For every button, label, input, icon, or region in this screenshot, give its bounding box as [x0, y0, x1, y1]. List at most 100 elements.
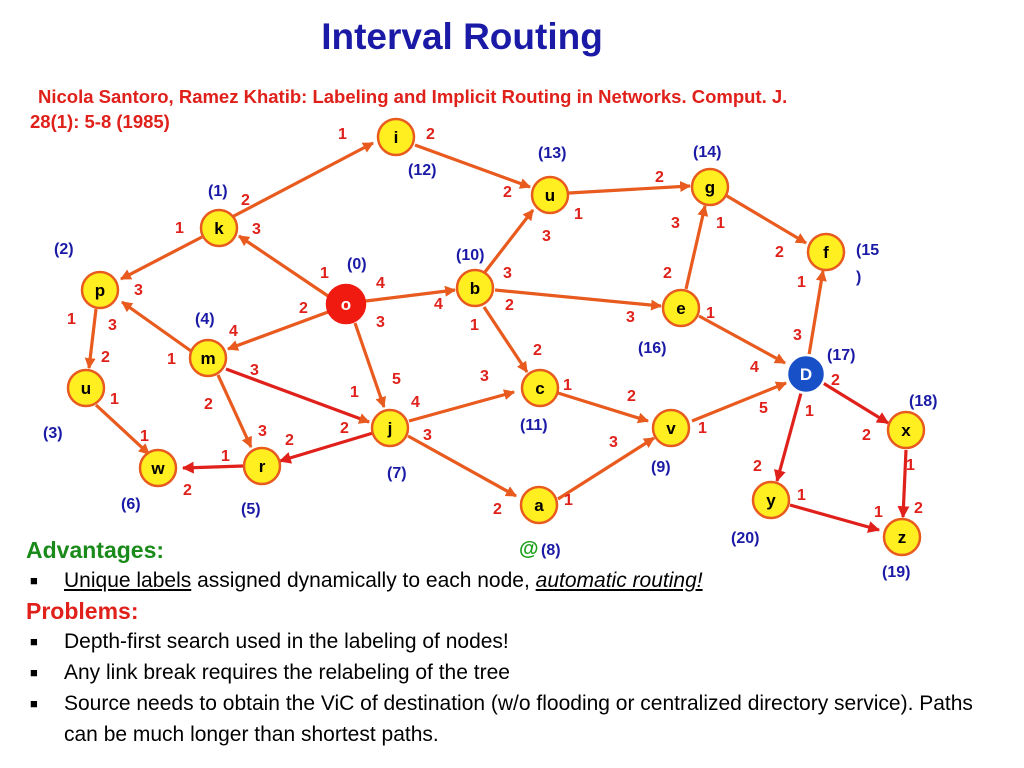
edge-e-D — [698, 314, 786, 365]
port-label: 3 — [250, 362, 259, 379]
node-c: c — [520, 368, 560, 408]
problem-text: Any link break requires the relabeling o… — [64, 661, 510, 684]
interval-label: (12) — [408, 162, 436, 179]
edge-j-r — [278, 431, 374, 464]
port-label: 3 — [108, 317, 117, 334]
port-label: 1 — [67, 311, 76, 328]
port-label: 1 — [320, 265, 329, 282]
interval-labels: (13) (14) (1) (12) (2) (0) (10) (15 ) (4… — [43, 144, 937, 581]
port-label: 1 — [350, 384, 359, 401]
svg-text:v: v — [666, 419, 676, 438]
edge-o-j — [353, 322, 386, 409]
port-label: 2 — [241, 192, 250, 209]
svg-text:f: f — [823, 243, 829, 262]
interval-label: (20) — [731, 530, 759, 547]
svg-text:g: g — [705, 178, 715, 197]
problem-text: Depth-first search used in the labeling … — [64, 630, 509, 653]
interval-label: (3) — [43, 425, 63, 442]
port-label: 2 — [775, 244, 784, 261]
edge-m-j — [225, 367, 371, 424]
nodes: i u g k f p o b e m u D c j v x r w a y … — [66, 117, 926, 557]
port-label: 2 — [340, 420, 349, 437]
port-label: 2 — [299, 300, 308, 317]
edge-D-x — [822, 381, 890, 425]
interval-label: (19) — [882, 564, 910, 581]
bullet-icon: ■ — [30, 665, 38, 680]
svg-text:a: a — [534, 496, 544, 515]
interval-label: (11) — [520, 417, 548, 434]
port-label: 3 — [609, 434, 618, 451]
node-e: e — [661, 288, 701, 328]
edge-r-w — [181, 461, 244, 474]
bullet-icon: ■ — [30, 634, 38, 649]
interval-label: (1) — [208, 183, 228, 200]
edge-p-u — [84, 308, 98, 370]
unique-labels-text: Unique labels — [64, 569, 192, 592]
edges — [84, 141, 910, 533]
port-label: 2 — [663, 265, 672, 282]
port-label: 1 — [140, 428, 149, 445]
port-label: 4 — [229, 323, 238, 340]
node-g: g — [690, 167, 730, 207]
advantages-item: ■ Unique labels assigned dynamically to … — [26, 565, 1006, 596]
node-y: y — [751, 480, 791, 520]
port-label: 2 — [285, 432, 294, 449]
edge-x-z — [897, 449, 910, 519]
port-label: 1 — [167, 351, 176, 368]
slide-title: Interval Routing — [321, 16, 603, 57]
port-label: 5 — [759, 400, 768, 417]
edge-k-p — [120, 235, 203, 281]
node-m: m — [188, 338, 228, 378]
edge-v-D — [691, 381, 788, 423]
port-label: 3 — [626, 309, 635, 326]
bullet-icon: ■ — [30, 573, 38, 588]
interval-label: (16) — [638, 340, 666, 357]
port-label: 2 — [831, 372, 840, 389]
advantages-list: ■ Unique labels assigned dynamically to … — [26, 565, 1006, 596]
svg-text:x: x — [901, 421, 911, 440]
edge-g-f — [726, 194, 807, 245]
port-label: 4 — [411, 394, 420, 411]
interval-label: (6) — [121, 496, 141, 513]
port-label: 4 — [376, 275, 385, 292]
port-label: 2 — [505, 297, 514, 314]
port-label: 1 — [338, 126, 347, 143]
interval-label: (4) — [195, 311, 215, 328]
node-x: x — [886, 410, 926, 450]
port-label: 1 — [797, 487, 806, 504]
svg-text:j: j — [387, 419, 393, 438]
node-w: w — [138, 448, 178, 488]
port-label: 2 — [655, 169, 664, 186]
node-u-left: u — [66, 368, 106, 408]
edge-o-b — [365, 285, 457, 303]
port-label: 4 — [434, 296, 443, 313]
svg-text:i: i — [394, 128, 399, 147]
edge-m-p — [121, 300, 192, 353]
node-f: f — [806, 232, 846, 272]
port-label: 3 — [480, 368, 489, 385]
interval-label: (13) — [538, 145, 566, 162]
interval-label: (14) — [693, 144, 721, 161]
port-label: 2 — [533, 342, 542, 359]
svg-text:b: b — [470, 279, 480, 298]
problems-item: ■ Any link break requires the relabeling… — [26, 657, 1006, 688]
port-label: 1 — [574, 206, 583, 223]
port-label: 1 — [110, 391, 119, 408]
interval-label: ) — [856, 269, 861, 286]
port-label: 1 — [175, 220, 184, 237]
svg-text:z: z — [898, 528, 907, 547]
port-label: 3 — [671, 215, 680, 232]
edge-u-w — [94, 403, 151, 456]
port-label: 3 — [542, 228, 551, 245]
svg-text:D: D — [800, 365, 812, 384]
edge-c-v — [557, 391, 650, 424]
automatic-routing-text: automatic routing! — [535, 569, 703, 592]
citation-line-2: 28(1): 5-8 (1985) — [30, 111, 170, 132]
port-label: 1 — [564, 492, 573, 509]
node-i: i — [376, 117, 416, 157]
edge-k-i — [231, 141, 374, 219]
port-label: 1 — [698, 420, 707, 437]
port-label: 3 — [376, 314, 385, 331]
port-label: 3 — [503, 265, 512, 282]
